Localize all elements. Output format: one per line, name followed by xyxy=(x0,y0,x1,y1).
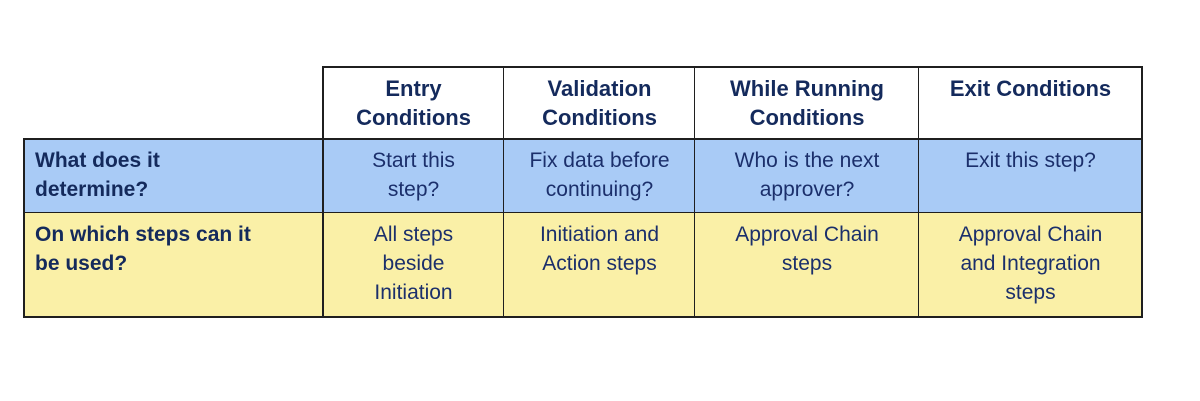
row-header-line: On which steps can it xyxy=(35,223,251,246)
cell-line: All steps xyxy=(373,223,454,246)
border-right xyxy=(1141,66,1143,318)
cell-line: Approval Chain xyxy=(735,223,879,246)
row-header-which-steps: On which steps can it be used? xyxy=(23,213,323,317)
border-left xyxy=(23,138,25,318)
cell-line: Approval Chain xyxy=(958,223,1103,246)
cell-line: Initiation and xyxy=(539,223,660,246)
cell-line: Initiation xyxy=(374,281,453,304)
cell-line: step? xyxy=(387,178,440,201)
border-col-3 xyxy=(694,66,695,318)
cell-line: beside xyxy=(382,252,445,275)
cell-exit-determine: Exit this step? xyxy=(919,139,1142,213)
column-header-line: Conditions xyxy=(542,105,657,130)
cell-line: approver? xyxy=(759,178,855,201)
row-header-line: What does it xyxy=(35,149,160,172)
border-col-4 xyxy=(918,66,919,318)
border-row-divider xyxy=(23,212,1143,213)
border-col-2 xyxy=(503,66,504,318)
cell-line: Start this xyxy=(372,149,455,172)
row-header-what-does-it-determine: What does it determine? xyxy=(23,139,323,213)
column-header-line: Conditions xyxy=(356,105,471,130)
cell-line: and Integration xyxy=(960,252,1101,275)
cell-line: Fix data before xyxy=(529,149,670,172)
cell-line: Exit this step? xyxy=(965,149,1096,172)
column-header-validation-conditions: Validation Conditions xyxy=(504,66,695,139)
column-header-line: Entry xyxy=(385,76,442,101)
cell-line: continuing? xyxy=(545,178,654,201)
cell-entry-steps: All steps beside Initiation xyxy=(323,213,504,317)
column-header-line: Conditions xyxy=(749,105,865,130)
column-header-line: Exit Conditions xyxy=(949,76,1112,101)
border-bottom xyxy=(23,316,1143,318)
conditions-table: Entry Conditions Validation Conditions W… xyxy=(23,66,1143,318)
column-header-line: While Running xyxy=(730,76,884,101)
border-header-bottom xyxy=(23,138,1143,140)
cell-while-running-steps: Approval Chain steps xyxy=(695,213,919,317)
row-header-line: be used? xyxy=(35,252,128,275)
column-header-exit-conditions: Exit Conditions xyxy=(919,66,1142,139)
border-top xyxy=(322,66,1143,68)
cell-line: steps xyxy=(781,252,833,275)
border-col-1 xyxy=(322,66,324,318)
cell-while-running-determine: Who is the next approver? xyxy=(695,139,919,213)
cell-line: Who is the next xyxy=(734,149,880,172)
column-header-while-running-conditions: While Running Conditions xyxy=(695,66,919,139)
column-header-entry-conditions: Entry Conditions xyxy=(323,66,504,139)
cell-entry-determine: Start this step? xyxy=(323,139,504,213)
cell-line: Action steps xyxy=(542,252,657,275)
cell-line: steps xyxy=(1005,281,1056,304)
cell-exit-steps: Approval Chain and Integration steps xyxy=(919,213,1142,317)
row-header-line: determine? xyxy=(35,178,149,201)
cell-validation-determine: Fix data before continuing? xyxy=(504,139,695,213)
cell-validation-steps: Initiation and Action steps xyxy=(504,213,695,317)
column-header-line: Validation xyxy=(547,76,652,101)
